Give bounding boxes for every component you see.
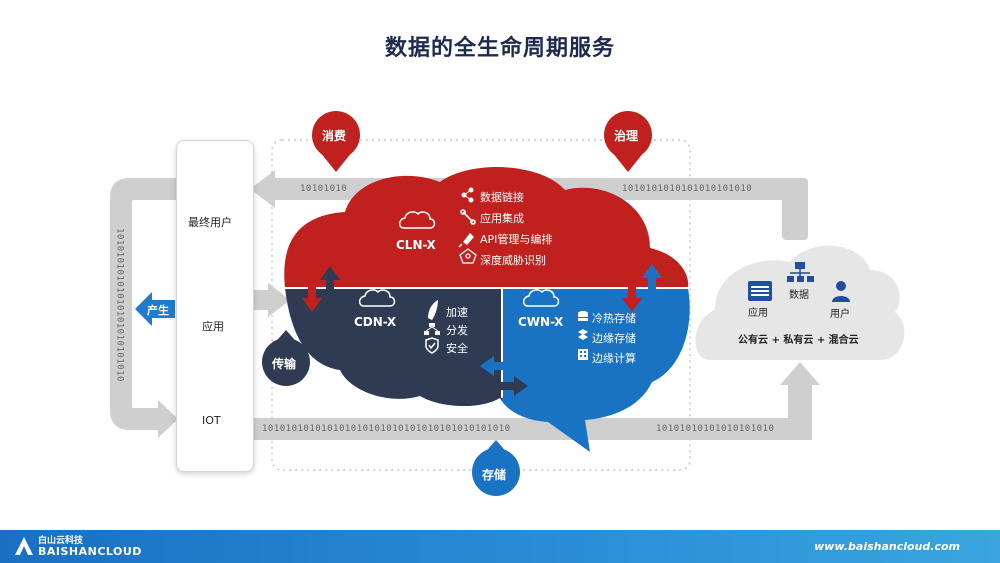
cdn-item-3: 安全 [446, 342, 468, 355]
binary-bottom-right: 10101010101010101010 [656, 424, 775, 434]
store-label: 存储 [482, 468, 507, 482]
calculator-icon [578, 349, 588, 360]
cloud-user-label: 用户 [830, 309, 850, 320]
binary-bottom-left: 1010101010101010101010101010101010101010… [262, 424, 511, 434]
end-user-label: 最终用户 [188, 216, 232, 229]
website-link[interactable]: www.baishancloud.com [814, 540, 960, 553]
binary-top-left: 10101010 [300, 184, 348, 194]
cwn-item-2: 边缘存储 [592, 332, 636, 345]
binary-top-right: 1010101010101010101010 [622, 184, 753, 194]
app-label: 应用 [202, 320, 224, 333]
right-cloud [695, 245, 905, 360]
bidirectional-arrows [302, 264, 662, 396]
baishan-logo-icon [15, 537, 33, 555]
page-title: 数据的全生命周期服务 [384, 36, 615, 61]
left-panel [176, 140, 254, 472]
cln-item-4: 深度威胁识别 [480, 254, 546, 267]
iot-label: IOT [202, 414, 221, 427]
dropbox-icon [578, 329, 588, 340]
produce-label: 产生 [147, 304, 169, 317]
app-window-icon [748, 281, 772, 301]
integration-icon [460, 209, 476, 225]
cdn-item-2: 分发 [446, 324, 468, 337]
data-tree-icon [787, 262, 814, 282]
database-icon [578, 311, 588, 321]
user-icon [832, 281, 850, 302]
network-icon [424, 323, 440, 335]
cln-item-1: 数据链接 [480, 191, 524, 204]
pin-consume [312, 111, 360, 172]
diagram-canvas [110, 111, 905, 496]
brand-en: BAISHANCLOUD [38, 545, 142, 558]
rocket-icon [428, 300, 438, 320]
pin-transfer [262, 330, 310, 386]
cdn-item-1: 加速 [446, 306, 468, 319]
cloud-icon-cwn [522, 289, 560, 307]
dotted-frame [271, 139, 691, 471]
footer-bar: 白山云科技 BAISHANCLOUD www.baishancloud.com [0, 530, 1000, 563]
cloud-types-label: 公有云 + 私有云 + 混合云 [738, 335, 859, 346]
govern-label: 治理 [614, 129, 639, 143]
transfer-label: 传输 [272, 357, 297, 371]
consume-label: 消费 [322, 129, 347, 143]
plug-icon [458, 233, 474, 248]
cln-item-2: 应用集成 [480, 212, 524, 225]
share-icon [461, 187, 474, 203]
cln-item-3: API管理与编排 [480, 233, 553, 246]
cloud-app-label: 应用 [748, 308, 768, 319]
cwn-item-1: 冷热存储 [592, 312, 636, 325]
shield-icon [425, 337, 439, 354]
binary-vertical: 10101010101010101010101010 [114, 228, 125, 382]
cloud-data-label: 数据 [789, 290, 809, 301]
cwn-title: CWN-X [518, 315, 564, 329]
cdn-title: CDN-X [354, 315, 397, 329]
pin-govern [604, 111, 652, 172]
cln-title: CLN-X [396, 238, 436, 252]
pin-store [472, 440, 520, 496]
threat-icon [459, 248, 477, 264]
produce-arrow [135, 292, 175, 326]
cloud-icon-cln [398, 211, 436, 229]
cloud-icon-cdn [358, 289, 396, 307]
brand-cn: 白山云科技 [38, 536, 84, 546]
cwn-item-3: 边缘计算 [592, 352, 636, 365]
